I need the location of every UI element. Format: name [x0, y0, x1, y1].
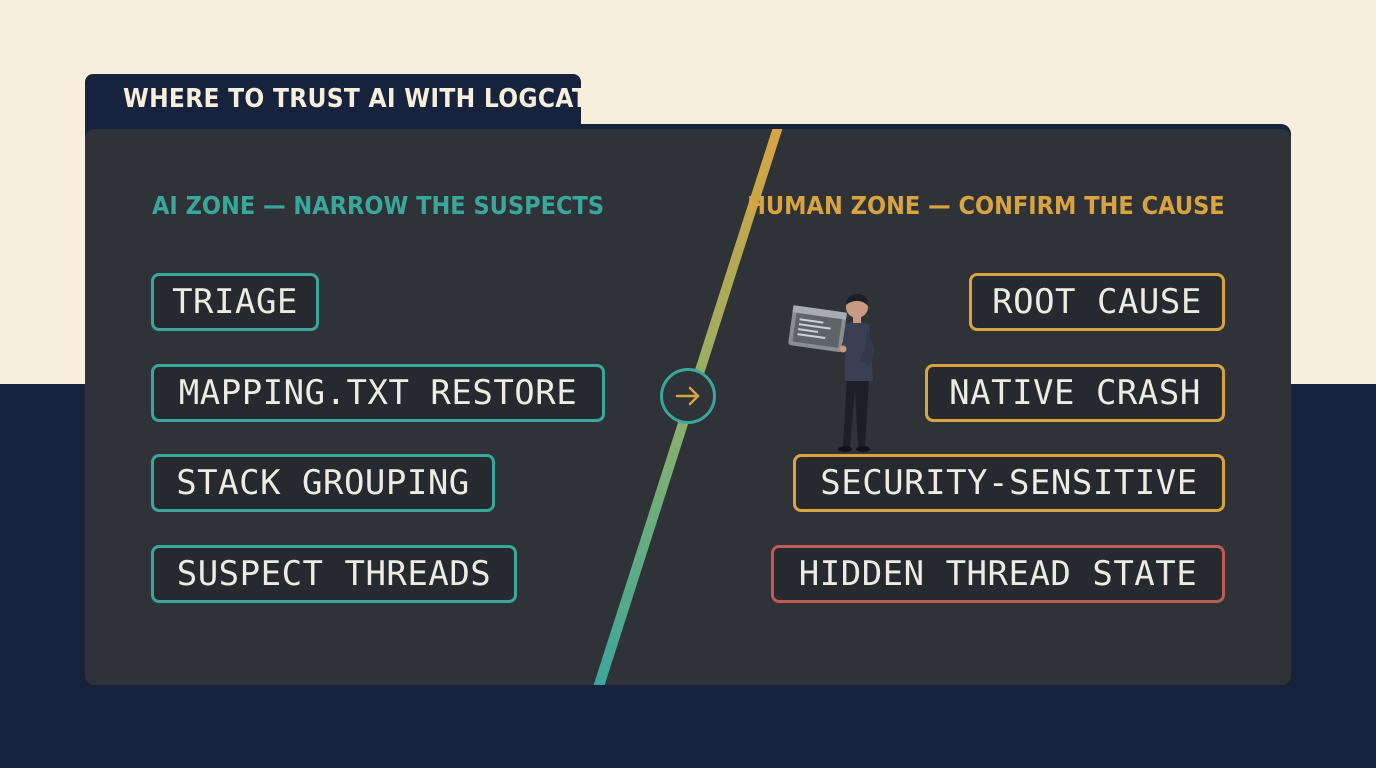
human-item-root-cause: ROOT CAUSE: [969, 273, 1225, 331]
comparison-panel: AI ZONE — NARROW THE SUSPECTS HUMAN ZONE…: [85, 129, 1291, 685]
arrow-right-icon: [660, 368, 716, 424]
human-item-native-crash: NATIVE CRASH: [925, 364, 1225, 422]
person-icon: [788, 293, 875, 452]
ai-item-mapping-restore: MAPPING.TXT RESTORE: [151, 364, 605, 422]
ai-zone-heading: AI ZONE — NARROW THE SUSPECTS: [152, 191, 605, 220]
page-title: WHERE TO TRUST AI WITH LOGCAT: [123, 84, 589, 114]
ai-item-stack-grouping: STACK GROUPING: [151, 454, 495, 512]
human-item-security-sensitive: SECURITY-SENSITIVE: [793, 454, 1225, 512]
human-item-hidden-thread-state: HIDDEN THREAD STATE: [771, 545, 1225, 603]
ai-item-triage: TRIAGE: [151, 273, 319, 331]
human-zone-heading: HUMAN ZONE — CONFIRM THE CAUSE: [747, 191, 1225, 220]
ai-item-suspect-threads: SUSPECT THREADS: [151, 545, 517, 603]
